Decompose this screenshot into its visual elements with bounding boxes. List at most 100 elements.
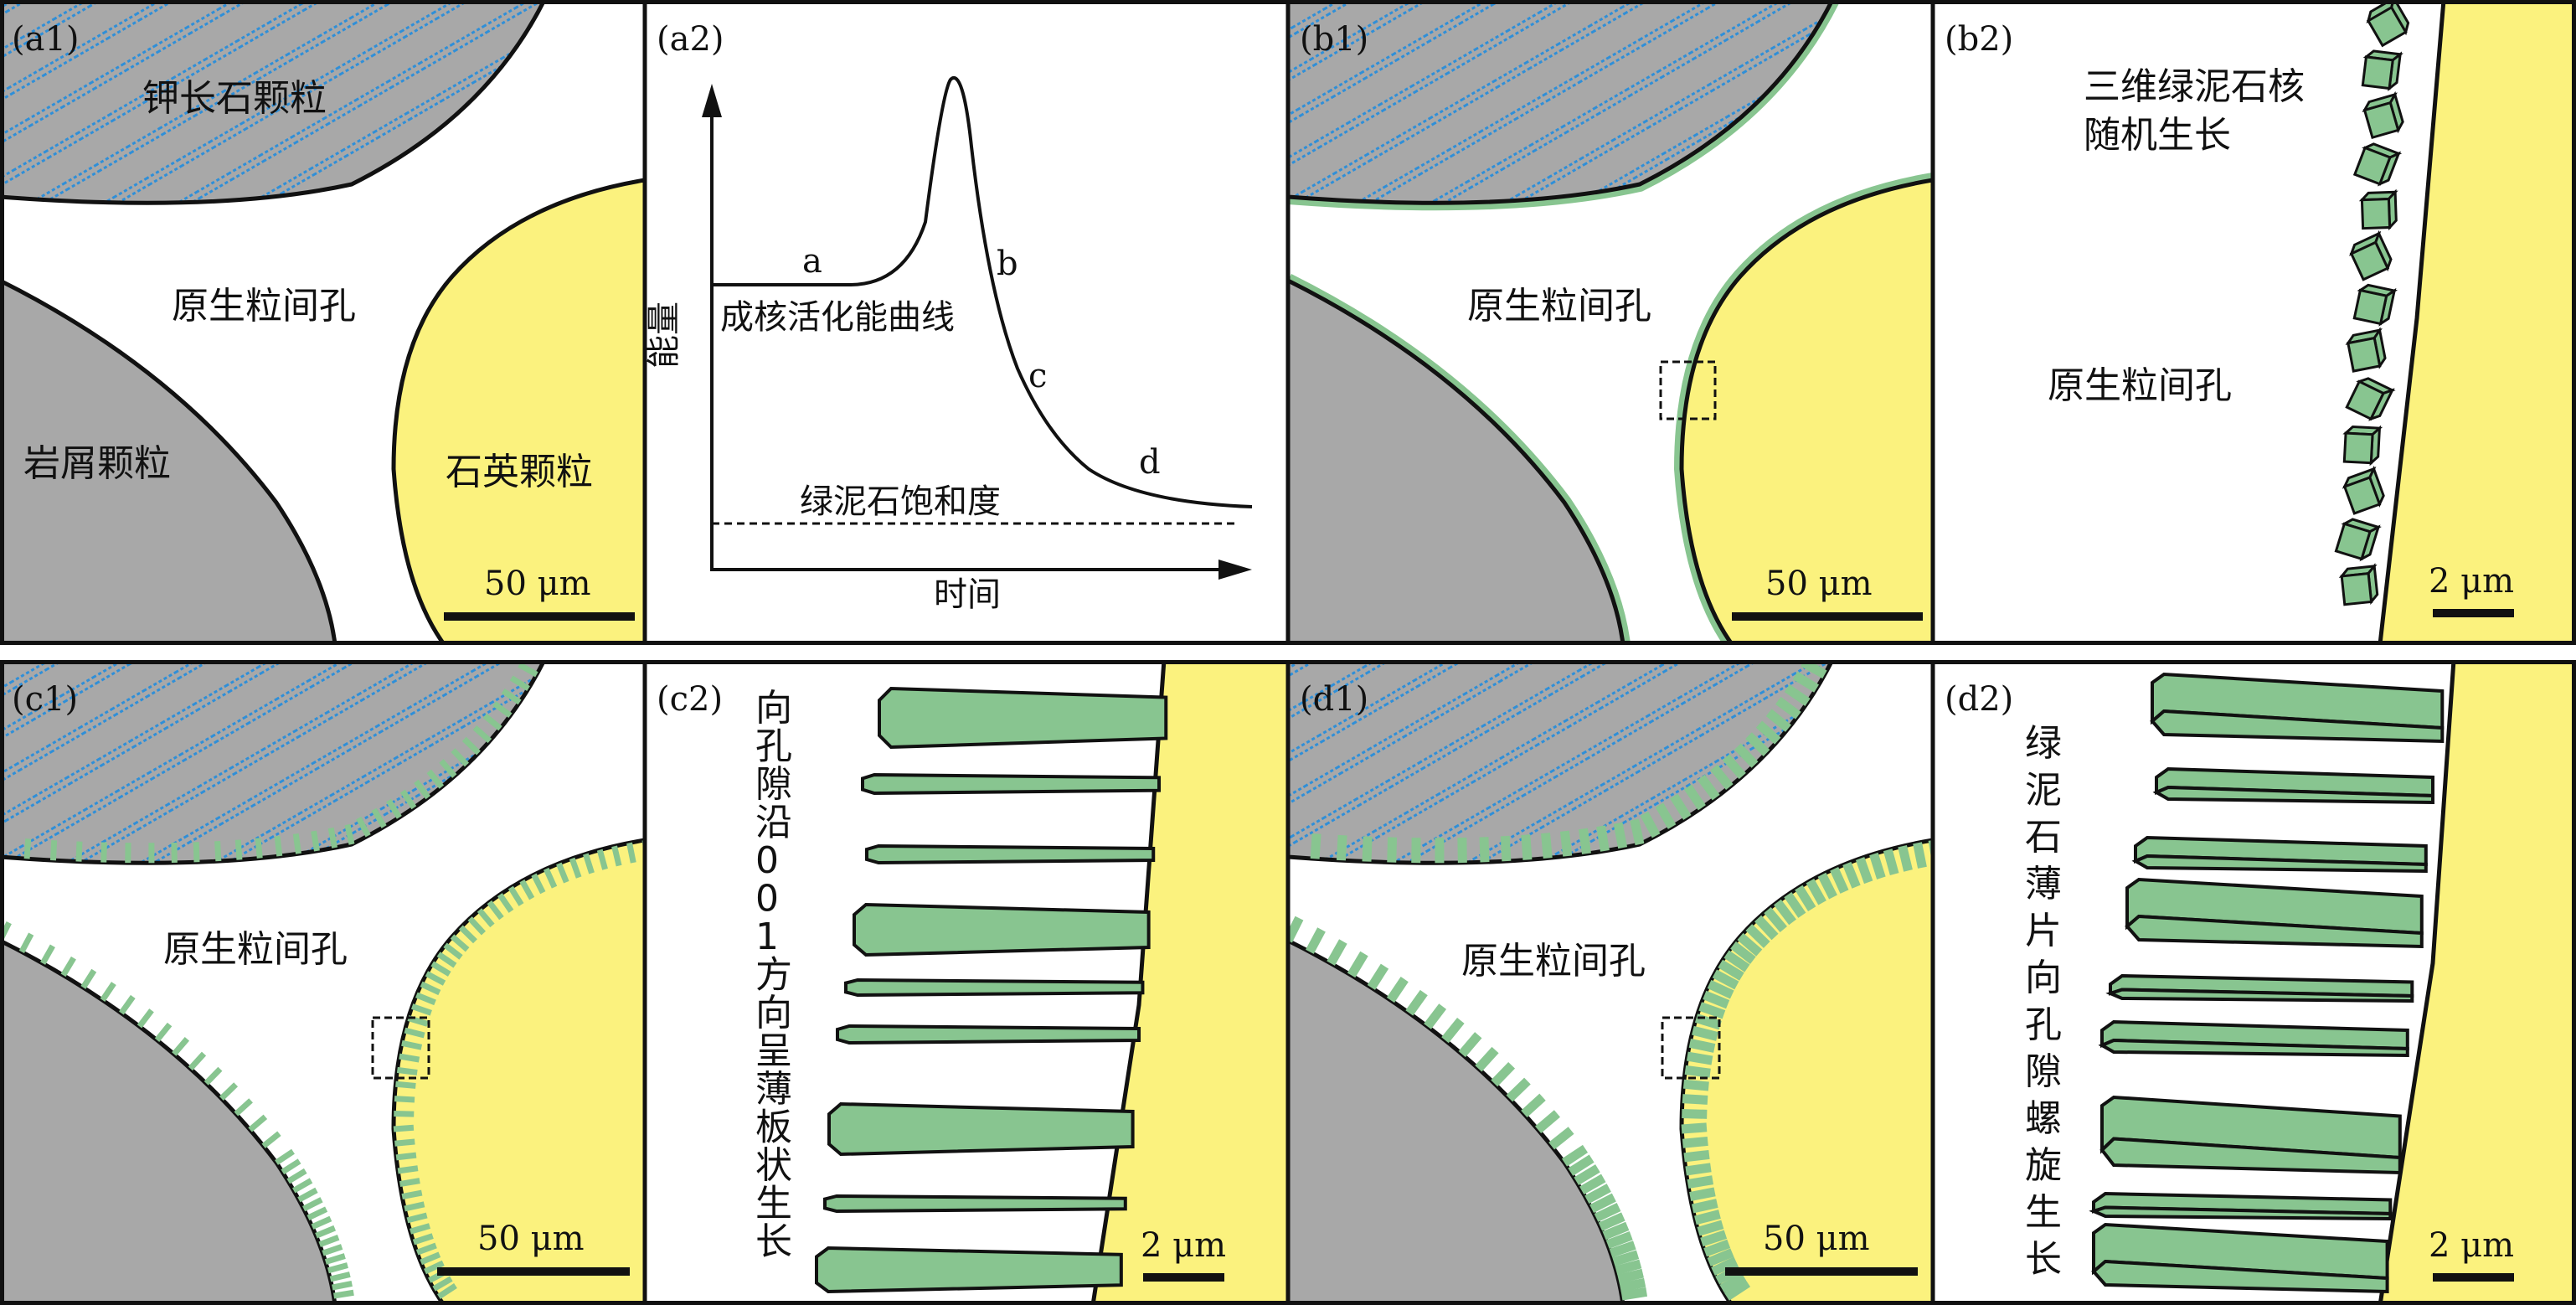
chlorite-crystal <box>1506 1077 1531 1102</box>
pore-label: 原生粒间孔 <box>2048 364 2232 407</box>
chlorite-crystal <box>274 835 283 857</box>
chlorite-nucleus <box>2345 377 2396 421</box>
chlorite-crystal <box>1755 720 1781 745</box>
chlorite-crystal <box>412 1233 434 1246</box>
chlorite-crystal <box>40 944 55 965</box>
chlorite-crystal <box>1697 1220 1724 1236</box>
note-char: 沿 <box>755 802 792 844</box>
chlorite-crystal <box>1548 1127 1574 1150</box>
chlorite-crystal <box>324 1253 346 1265</box>
chlorite-crystal <box>118 994 136 1015</box>
chlorite-crystal <box>1692 1025 1718 1041</box>
chlorite-crystal <box>1774 899 1796 926</box>
chlorite-crystal <box>1685 1163 1712 1176</box>
zoom-box <box>371 1016 430 1080</box>
chlorite-crystal <box>583 853 595 874</box>
chlorite-crystal <box>275 1148 295 1165</box>
chlorite-crystal <box>1683 784 1706 811</box>
chlorite-crystal <box>1521 834 1533 860</box>
chlorite-crystal <box>1612 1250 1640 1266</box>
chlorite-crystal <box>23 838 32 859</box>
pore-label: 原生粒间孔 <box>1461 940 1646 983</box>
chlorite-spiral-plate <box>2131 835 2428 874</box>
chlorite-crystal <box>234 1098 253 1117</box>
chlorite-crystal <box>426 769 445 789</box>
note-char: 长 <box>755 1220 792 1263</box>
chlorite-crystal <box>329 1271 351 1282</box>
note-char: 0 <box>755 878 779 921</box>
panel-tag: (c2) <box>657 680 723 719</box>
chlorite-crystal <box>406 1212 428 1224</box>
feldspar-grain <box>0 0 547 205</box>
pore-label: 原生粒间孔 <box>172 285 356 328</box>
chlorite-plate <box>865 843 1156 865</box>
chlorite-crystal <box>1806 878 1826 905</box>
chlorite-crystal <box>1684 1065 1711 1078</box>
rock-fragment-grain <box>1288 278 1625 644</box>
chlorite-crystal <box>1535 1110 1560 1134</box>
chlorite-crystal <box>386 798 402 819</box>
chlorite-crystal <box>356 816 371 838</box>
chlorite-crystal <box>1795 885 1816 912</box>
chlorite-crystal <box>1541 833 1553 859</box>
chlorite-crystal <box>1479 837 1490 863</box>
chlorite-crystal <box>1691 1199 1718 1214</box>
chlorite-crystal <box>371 807 387 828</box>
note-char: 0 <box>755 839 779 882</box>
chlorite-crystal <box>1594 1203 1621 1222</box>
note-char: 生 <box>2025 1191 2062 1234</box>
feldspar-grain <box>1288 0 1835 205</box>
chlorite-spiral-plate <box>2091 1222 2389 1294</box>
chlorite-crystal <box>394 1138 415 1147</box>
note-char: 绿 <box>2025 722 2062 765</box>
chlorite-crystal <box>626 842 636 864</box>
chlorite-crystal <box>420 1251 441 1266</box>
stage-a-label: a <box>802 242 822 281</box>
chlorite-crystal <box>1764 906 1787 933</box>
feldspar-grain <box>0 660 547 865</box>
chlorite-crystal <box>1703 1239 1731 1257</box>
chlorite-crystal <box>307 1206 328 1221</box>
chlorite-crystal <box>1640 811 1661 838</box>
quartz-grain <box>1679 178 1933 644</box>
chlorite-crystal <box>1688 1038 1716 1053</box>
chlorite-crystal <box>1722 754 1746 780</box>
chlorite-crystal <box>1327 939 1347 966</box>
chlorite-crystal <box>100 982 116 1002</box>
chlorite-crystal <box>1784 683 1811 706</box>
chlorite-crystal <box>1718 959 1744 981</box>
chlorite-crystal <box>424 1260 445 1275</box>
chlorite-nucleus <box>2352 142 2403 187</box>
chlorite-crystal <box>395 1152 417 1161</box>
chlorite-crystal <box>461 736 481 756</box>
chlorite-crystal <box>436 1283 457 1300</box>
chlorite-crystal <box>1584 1184 1611 1204</box>
chlorite-crystal <box>311 830 320 852</box>
chlorite-crystal <box>401 1039 423 1050</box>
chlorite-plate <box>823 1194 1127 1214</box>
panel-a2 <box>702 76 1253 580</box>
note-char: 薄 <box>755 1068 792 1111</box>
chlorite-crystal <box>1681 1122 1708 1134</box>
chlorite-spiral-plate <box>2150 672 2445 744</box>
chlorite-crystal <box>315 1225 337 1239</box>
note-char: 孔 <box>2025 1003 2062 1046</box>
chlorite-crystal <box>172 1037 190 1056</box>
chlorite-crystal <box>1745 732 1770 756</box>
feldspar-label: 钾长石颗粒 <box>142 77 327 120</box>
chlorite-spiral-plate <box>2152 766 2434 805</box>
chlorite-crystal <box>1387 837 1398 863</box>
chlorite-crystal <box>261 1131 281 1148</box>
chlorite-crystal <box>543 867 558 889</box>
chlorite-crystal <box>420 981 441 996</box>
chlorite-nucleus <box>2345 327 2387 373</box>
chlorite-nucleus <box>2352 283 2398 327</box>
y-axis-label: 能量 <box>645 302 683 369</box>
chlorite-crystal <box>407 1015 429 1027</box>
chlorite-crystal <box>1883 849 1899 876</box>
chlorite-crystal <box>1686 1051 1713 1065</box>
chlorite-crystal <box>1842 861 1861 889</box>
chlorite-crystal <box>1730 941 1756 964</box>
chlorite-crystal <box>1568 1154 1595 1176</box>
chlorite-crystal <box>430 961 451 977</box>
